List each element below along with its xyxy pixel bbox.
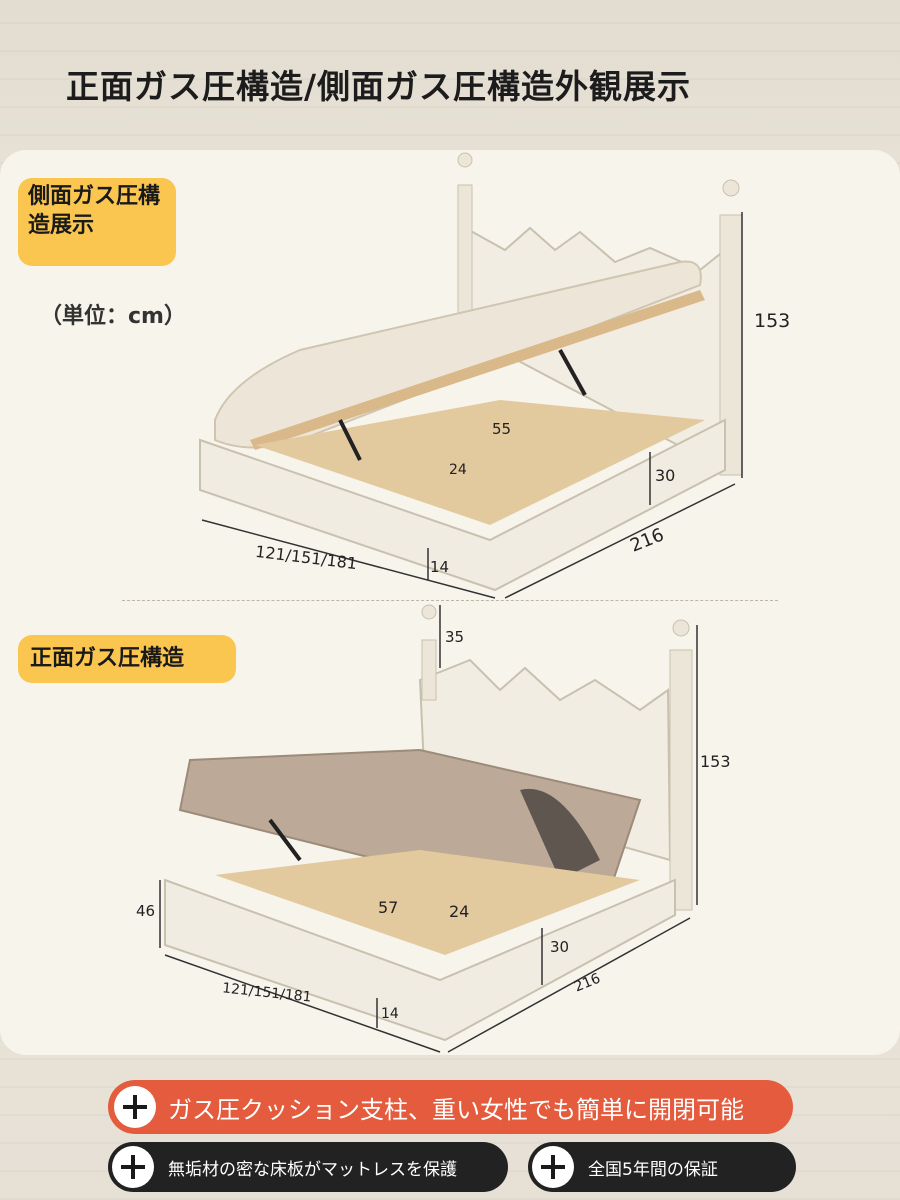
side-height-dim: 153 [754, 310, 791, 332]
unit-label: （単位：cm） [40, 304, 186, 329]
front-bed-box [164, 878, 676, 1042]
front-top-post-dim: 35 [445, 628, 465, 646]
front-drawer-height-dim: 30 [550, 938, 570, 956]
feature-gas-strut: ガス圧クッション支柱、重い女性でも簡単に開閉可能 [108, 1080, 793, 1134]
side-mattress [214, 260, 702, 449]
plus-icon [532, 1146, 574, 1188]
plus-icon [114, 1086, 156, 1128]
side-leg-dim: 14 [430, 558, 450, 576]
feature-warranty: 全国5年間の保証 [528, 1142, 796, 1192]
side-compartment-height-dim: 24 [449, 462, 467, 478]
front-lift-tag: 正面ガス圧構造 [18, 635, 236, 683]
feature-warranty-text: 全国5年間の保証 [588, 1159, 718, 1180]
feature-gas-strut-text: ガス圧クッション支柱、重い女性でも簡単に開閉可能 [168, 1095, 744, 1124]
side-compartment-width-dim: 55 [492, 420, 512, 438]
front-leg-dim: 14 [381, 1006, 399, 1022]
side-drawer-height-dim: 30 [655, 466, 676, 485]
feature-solid-board-text: 無垢材の密な床板がマットレスを保護 [168, 1159, 457, 1180]
front-footboard-dim: 46 [136, 902, 156, 920]
front-compartment-height-dim: 24 [449, 902, 470, 921]
plus-icon [112, 1146, 154, 1188]
front-height-dim: 153 [700, 752, 731, 771]
side-bed-box [199, 418, 726, 592]
page-title: 正面ガス圧構造/側面ガス圧構造外観展示 [66, 67, 692, 106]
feature-solid-board: 無垢材の密な床板がマットレスを保護 [108, 1142, 508, 1192]
front-compartment-width-dim: 57 [378, 898, 399, 917]
section-divider [122, 600, 778, 601]
side-lift-tag: 側面ガス圧構造展示 [18, 178, 176, 266]
